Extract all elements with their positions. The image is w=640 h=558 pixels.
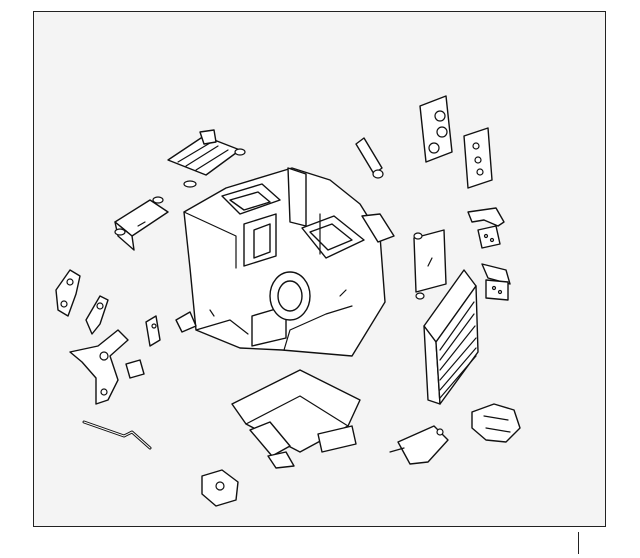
temperature-sensor-icon [389,425,449,465]
duct-icon [231,369,361,469]
link-lever-icon [355,137,384,179]
hvac-case-assembly-icon [175,167,395,357]
bracket-icon [55,269,81,317]
seal-icon [419,95,453,163]
heater-core-top-icon [167,129,246,188]
evaporator-small-icon [413,229,447,300]
blower-housing-icon [471,403,521,443]
servo-actuator-2-icon [481,263,511,301]
servo-actuator-icon [467,207,505,249]
evaporator-core-icon [423,269,479,405]
bracket-3-icon [69,329,145,405]
callout-tick [578,532,579,554]
bracket-2-icon [85,295,109,335]
gasket-icon [463,127,493,189]
servo-actuator-3-icon [201,469,239,507]
cable-icon [82,420,152,450]
link-lever-2-icon [145,315,161,347]
heater-core-icon [114,196,169,251]
